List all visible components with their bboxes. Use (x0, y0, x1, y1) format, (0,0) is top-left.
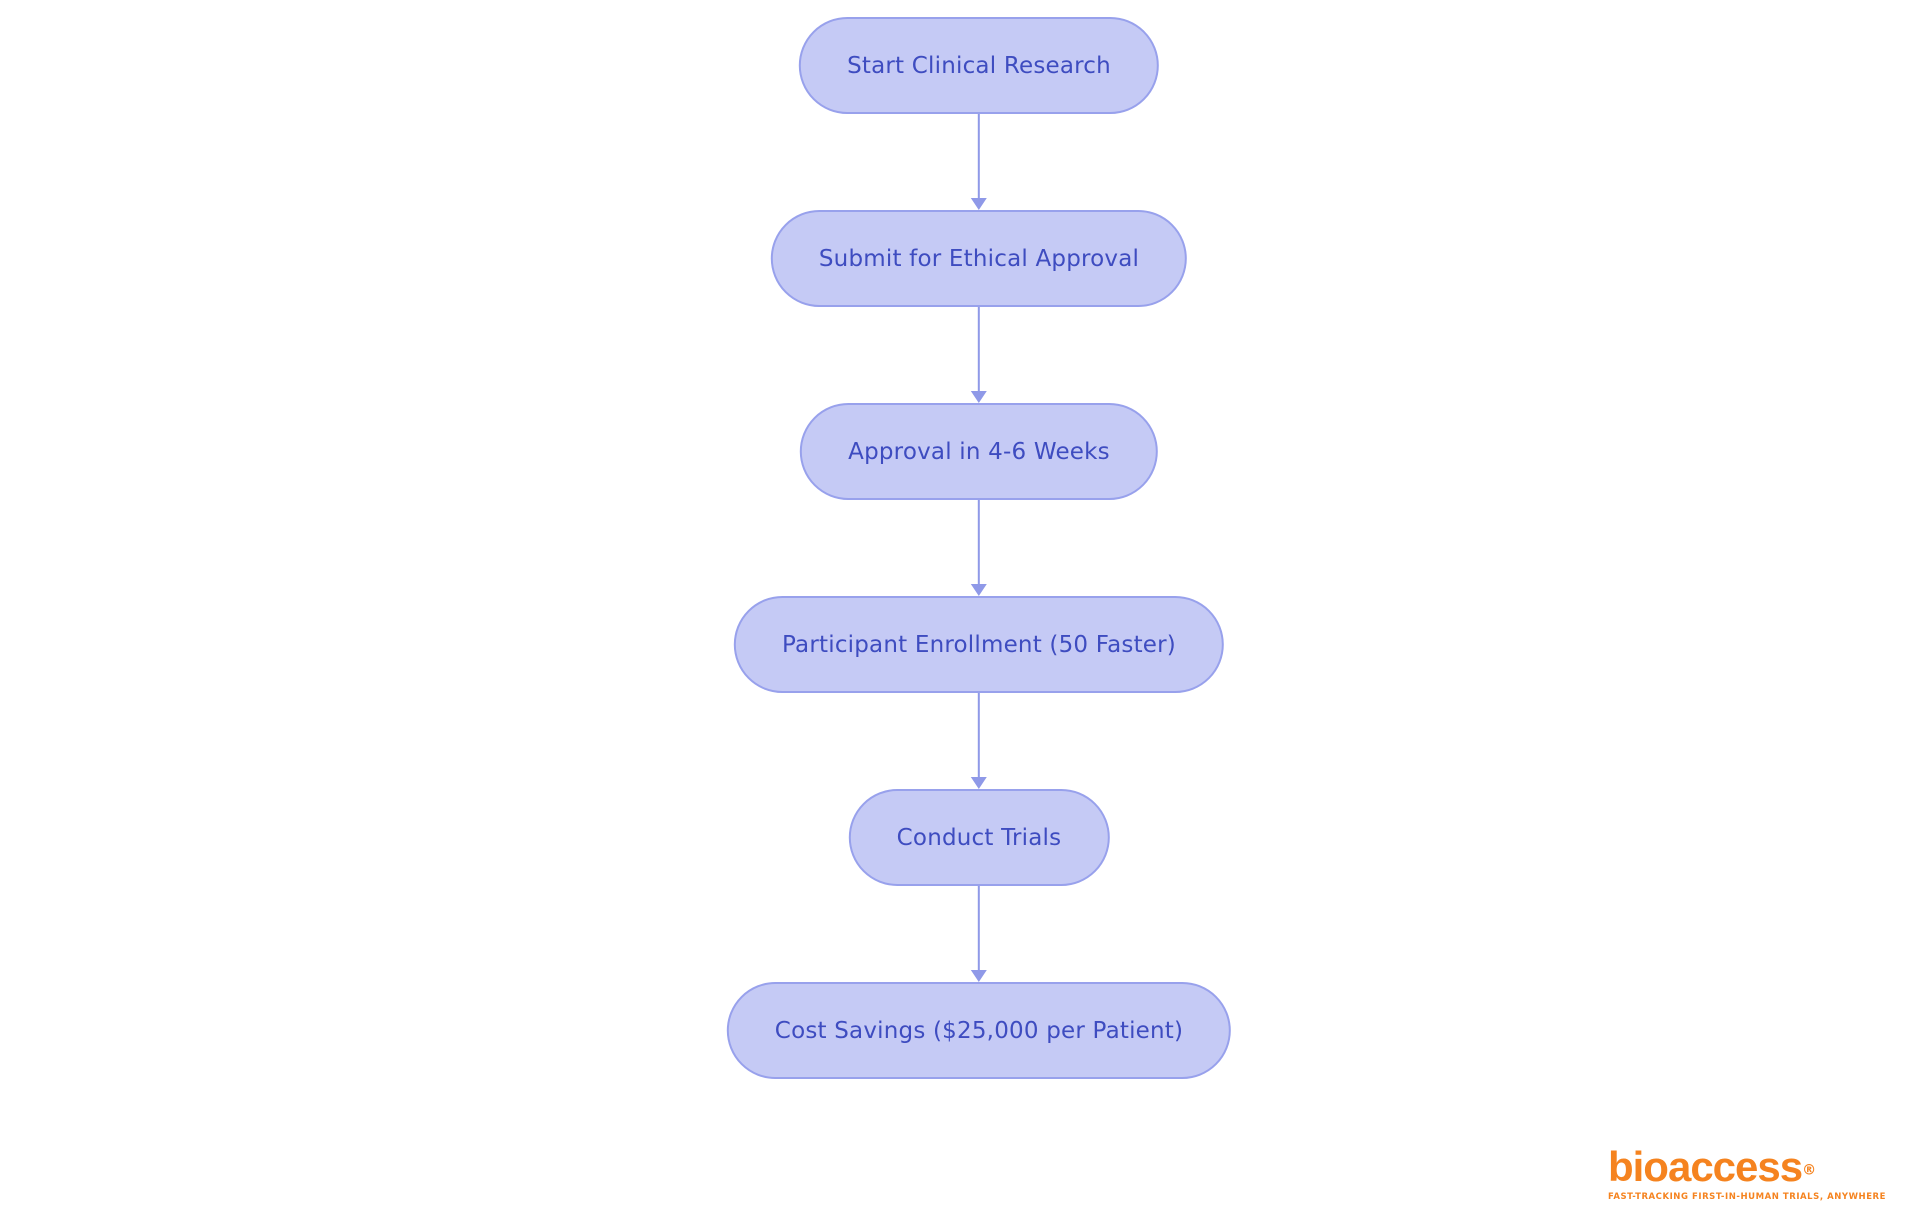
arrowhead-icon (970, 584, 987, 596)
registered-trademark-icon: ® (1802, 1162, 1817, 1179)
arrow-line (977, 500, 981, 584)
brand-logo: bioaccess® FAST-TRACKING FIRST-IN-HUMAN … (1607, 1142, 1886, 1202)
flow-node-label: Approval in 4-6 Weeks (848, 438, 1110, 465)
logo-wordmark: bioaccess® (1607, 1142, 1886, 1190)
flow-arrow-start-to-submit (970, 114, 987, 210)
flow-node-label: Participant Enrollment (50 Faster) (782, 631, 1176, 658)
arrow-line (977, 886, 981, 970)
arrow-line (977, 114, 981, 198)
flow-node-label: Submit for Ethical Approval (818, 245, 1140, 272)
flow-node-submit: Submit for Ethical Approval (770, 210, 1188, 307)
arrow-line (977, 307, 981, 391)
arrowhead-icon (970, 777, 987, 789)
flow-arrow-submit-to-approval (970, 307, 987, 403)
flow-node-approval: Approval in 4-6 Weeks (800, 403, 1158, 500)
logo-tagline: FAST-TRACKING FIRST-IN-HUMAN TRIALS, ANY… (1607, 1191, 1886, 1202)
flow-node-savings: Cost Savings ($25,000 per Patient) (726, 982, 1232, 1079)
flow-node-label: Cost Savings ($25,000 per Patient) (774, 1017, 1184, 1044)
arrowhead-icon (970, 970, 987, 982)
flow-node-enrollment: Participant Enrollment (50 Faster) (734, 596, 1224, 693)
flow-arrow-enrollment-to-trials (970, 693, 987, 789)
flow-arrow-approval-to-enrollment (970, 500, 987, 596)
flow-node-start: Start Clinical Research (799, 17, 1159, 114)
arrow-line (977, 693, 981, 777)
flow-node-label: Start Clinical Research (847, 52, 1111, 79)
arrowhead-icon (970, 198, 987, 210)
arrowhead-icon (970, 391, 987, 403)
flow-node-label: Conduct Trials (896, 824, 1062, 851)
flow-arrow-trials-to-savings (970, 886, 987, 982)
logo-text: bioaccess (1607, 1142, 1803, 1190)
flow-node-trials: Conduct Trials (848, 789, 1110, 886)
